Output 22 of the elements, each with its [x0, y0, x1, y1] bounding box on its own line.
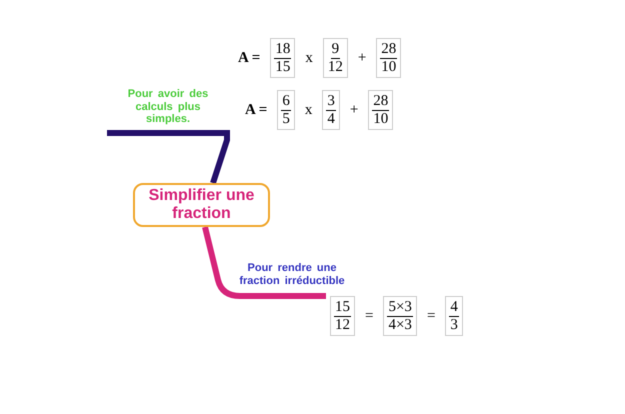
branch-label: Pour avoir des calculs plus simples. [112, 88, 224, 130]
equation-label: A = [245, 102, 268, 118]
branch-line [107, 130, 230, 184]
fraction: 3 4 [322, 90, 340, 130]
branch-line [202, 226, 326, 299]
branch-label: Pour rendre une fraction irréductible [228, 262, 356, 292]
fraction: 18 15 [270, 38, 296, 78]
fraction: 5×3 4×3 [383, 296, 417, 336]
fraction: 28 10 [376, 38, 402, 78]
fraction: 28 10 [368, 90, 394, 130]
topic-box: Simplifier une fraction [133, 183, 270, 227]
operator: + [350, 102, 358, 118]
operator: x [305, 50, 313, 66]
fraction: 15 12 [330, 296, 355, 336]
operator: + [358, 50, 366, 66]
operator: x [304, 102, 312, 118]
operator: = [426, 308, 436, 324]
fraction: 9 12 [322, 38, 348, 78]
fraction: 6 5 [277, 90, 295, 130]
equation-label: A = [238, 50, 260, 66]
fraction: 4 3 [445, 296, 463, 336]
operator: = [365, 308, 374, 324]
